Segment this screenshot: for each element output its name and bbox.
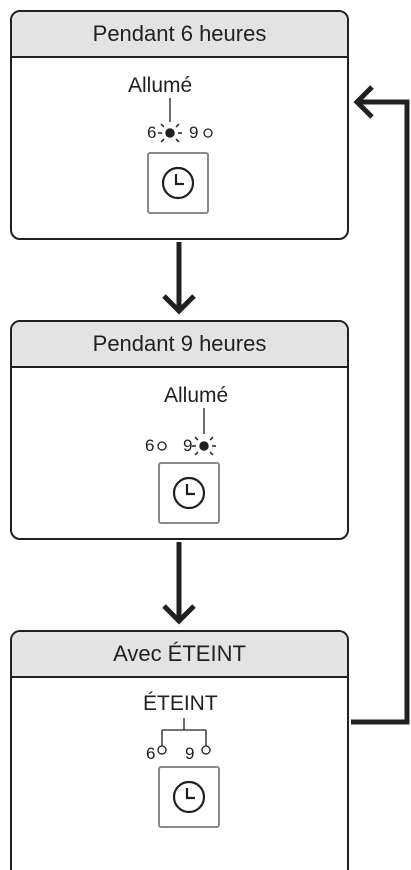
state-label: Allumé: [128, 74, 193, 97]
arrow-down-icon: [162, 242, 196, 315]
clock-icon: [161, 166, 195, 200]
unlit-indicator-icon: [157, 441, 167, 451]
indicator-label-9: 9: [189, 123, 199, 142]
indicator-graphic: [157, 718, 211, 755]
panel-6-hours: Pendant 6 heures Allumé 6 9: [10, 10, 349, 240]
indicator-label-6: 6: [146, 744, 156, 763]
lit-indicator-icon: [158, 123, 182, 143]
panel-header: Avec ÉTEINT: [12, 632, 347, 678]
indicator-label-6: 6: [147, 123, 157, 142]
arrow-down-icon: [162, 542, 196, 625]
loop-back-arrow-icon: [351, 85, 410, 725]
indicator-label-6: 6: [145, 436, 155, 455]
indicator-label-9: 9: [185, 744, 195, 763]
clock-icon: [172, 476, 206, 510]
panel-header: Pendant 6 heures: [12, 12, 347, 58]
clock-icon: [172, 780, 206, 814]
state-label: ÉTEINT: [143, 692, 218, 715]
panel-off: Avec ÉTEINT ÉTEINT 6 9: [10, 630, 349, 870]
state-label: Allumé: [164, 384, 229, 407]
unlit-indicator-icon: [203, 128, 213, 138]
clock-button: [158, 462, 220, 524]
unlit-indicator-icon: [201, 745, 211, 755]
indicator-graphic: [158, 98, 213, 143]
panel-9-hours: Pendant 9 heures Allumé 6 9: [10, 320, 349, 540]
panel-header: Pendant 9 heures: [12, 322, 347, 368]
unlit-indicator-icon: [157, 745, 167, 755]
indicator-label-9: 9: [183, 436, 193, 455]
clock-button: [158, 766, 220, 828]
clock-button: [147, 152, 209, 214]
indicator-graphic: [157, 408, 216, 456]
lit-indicator-icon: [192, 436, 216, 456]
